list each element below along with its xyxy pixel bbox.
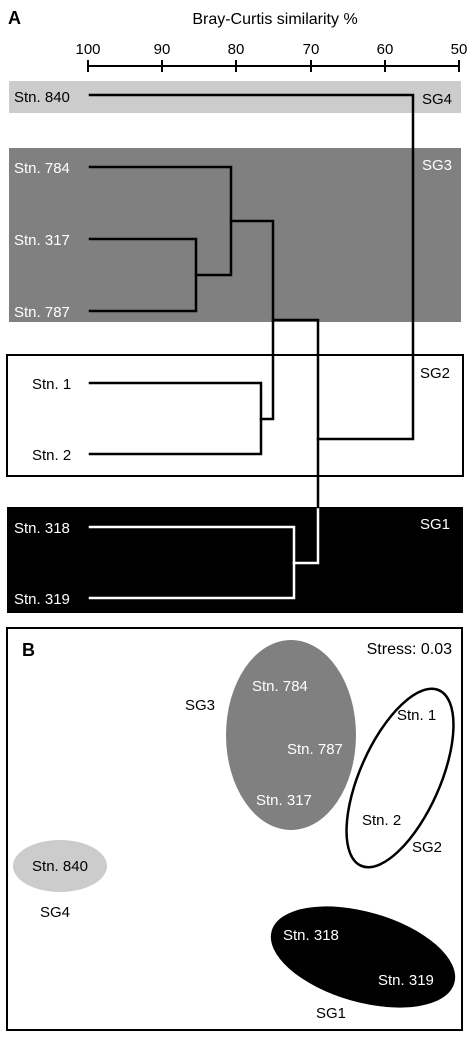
group-label-sg2: SG2 — [420, 365, 450, 382]
dendrogram — [88, 93, 415, 600]
leaf-label-stn-1: Stn. 1 — [32, 376, 71, 393]
group-label-sg4: SG4 — [422, 91, 452, 108]
branch-sg1-connector — [292, 503, 320, 565]
leaf-label-stn-787: Stn. 787 — [14, 304, 70, 321]
point-label-stn-319: Stn. 319 — [378, 972, 434, 989]
point-label-stn-317: Stn. 317 — [256, 792, 312, 809]
axis-tick-80: 80 — [228, 41, 245, 58]
panel-b-letter: B — [22, 640, 35, 660]
stress-label: Stress: 0.03 — [367, 641, 452, 658]
group-label-sg3: SG3 — [422, 157, 452, 174]
group-label-sg1: SG1 — [420, 516, 450, 533]
leaf-label-stn-2: Stn. 2 — [32, 447, 71, 464]
axis-tick-90: 90 — [154, 41, 171, 58]
axis-tick-100: 100 — [75, 41, 100, 58]
axis-title: Bray-Curtis similarity % — [192, 11, 357, 28]
band-sg4 — [9, 81, 461, 113]
axis-tick-70: 70 — [303, 41, 320, 58]
axis-tick-labels: 100 90 80 70 60 50 — [75, 41, 467, 58]
cluster-label-sg4: SG4 — [40, 904, 70, 921]
point-label-stn-787: Stn. 787 — [287, 741, 343, 758]
point-label-stn-1: Stn. 1 — [397, 707, 436, 724]
leaf-label-stn-317: Stn. 317 — [14, 232, 70, 249]
band-sg1 — [7, 507, 463, 613]
axis-tick-50: 50 — [451, 41, 468, 58]
cluster-sg2-ellipse — [345, 687, 455, 869]
axis-line — [87, 60, 460, 72]
branch-sg1-join — [271, 318, 320, 509]
point-label-stn-784: Stn. 784 — [252, 678, 308, 695]
cluster-label-sg2: SG2 — [412, 839, 442, 856]
leaf-label-stn-318: Stn. 318 — [14, 520, 70, 537]
point-label-stn-318: Stn. 318 — [283, 927, 339, 944]
branch-root — [88, 93, 415, 441]
cluster-sg4-ellipse — [13, 840, 107, 892]
leaf-label-stn-784: Stn. 784 — [14, 160, 70, 177]
cluster-sg3-ellipse — [226, 640, 356, 830]
cluster-label-sg3: SG3 — [185, 697, 215, 714]
leaf-label-stn-319: Stn. 319 — [14, 591, 70, 608]
band-sg3 — [9, 148, 461, 322]
axis-tick-60: 60 — [377, 41, 394, 58]
point-label-stn-2: Stn. 2 — [362, 812, 401, 829]
band-sg2 — [6, 354, 464, 477]
panel-a-letter: A — [8, 8, 21, 28]
cluster-label-sg1: SG1 — [316, 1005, 346, 1022]
leaf-label-stn-840: Stn. 840 — [14, 89, 70, 106]
point-label-stn-840: Stn. 840 — [32, 858, 88, 875]
cluster-sg1-ellipse — [270, 906, 456, 1008]
